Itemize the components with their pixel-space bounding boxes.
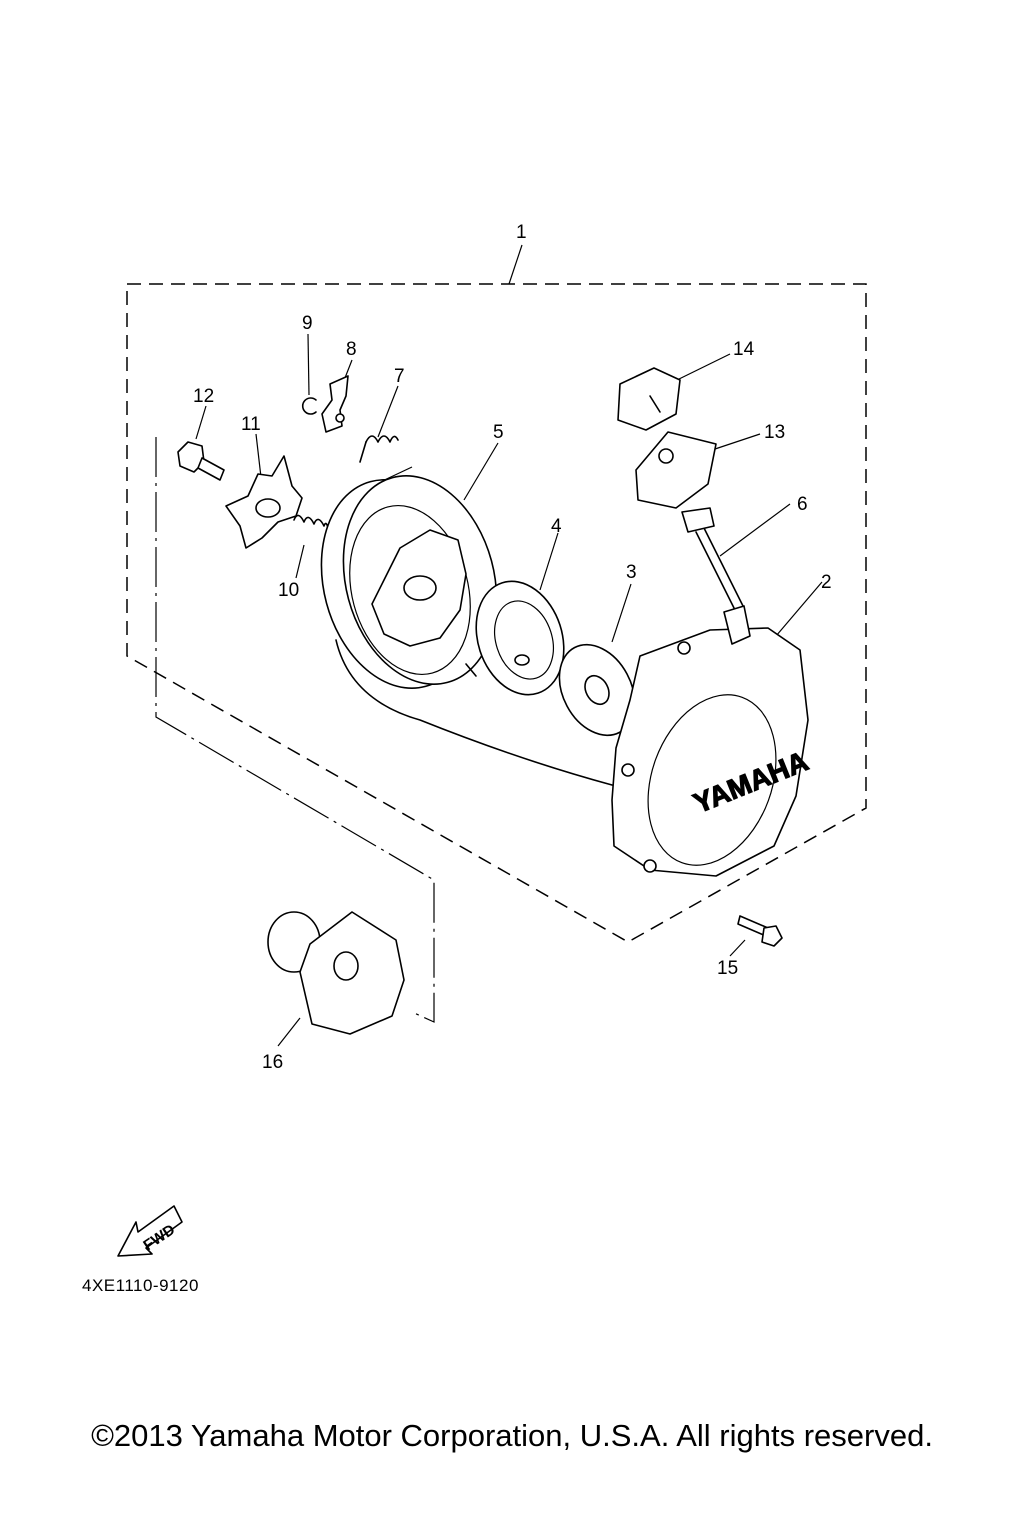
bolt-part-12 (177, 441, 225, 481)
callout-1: 1 (516, 222, 527, 243)
callout-14: 14 (733, 339, 755, 360)
spiral-spring-case-part (465, 580, 565, 696)
callout-16: 16 (262, 1052, 283, 1073)
drive-plate-part (225, 455, 303, 549)
callout-15: 15 (717, 958, 738, 979)
starter-handle-part (635, 431, 717, 509)
callout-11: 11 (241, 414, 261, 435)
starter-rope (335, 639, 613, 786)
callout-5: 5 (493, 422, 504, 443)
spring-part-10 (293, 514, 329, 529)
starter-cover-part: YAMAHA (611, 605, 813, 877)
callout-2: 2 (821, 572, 832, 593)
pulley-group-outline (155, 437, 435, 1023)
callout-4: 4 (551, 516, 562, 537)
callout-13: 13 (764, 422, 785, 443)
handle-cap-part (617, 367, 681, 431)
bolt-part-15 (737, 915, 783, 947)
callout-7: 7 (394, 366, 405, 387)
callout-10: 10 (278, 580, 299, 601)
starter-pulley-part (267, 911, 405, 1035)
fwd-arrow-icon: FWD (117, 1205, 183, 1257)
callout-6: 6 (797, 494, 808, 515)
sheave-drum-part (320, 475, 498, 689)
pawl-spring-part (359, 435, 399, 463)
pawl-part (321, 375, 349, 433)
callout-8: 8 (346, 339, 357, 360)
callouts: 1 2 3 4 5 6 7 8 9 10 11 12 13 14 15 16 (193, 222, 832, 1073)
washer-part (558, 643, 636, 737)
callout-3: 3 (626, 562, 637, 583)
drawing-code: 4XE1110-9120 (82, 1276, 199, 1295)
assembly-boundary (126, 283, 867, 943)
circlip-part (301, 397, 317, 415)
copyright-notice: ©2013 Yamaha Motor Corporation, U.S.A. A… (91, 1418, 933, 1453)
callout-12: 12 (193, 386, 214, 407)
starter-cable-part (681, 507, 745, 613)
callout-9: 9 (302, 313, 313, 334)
